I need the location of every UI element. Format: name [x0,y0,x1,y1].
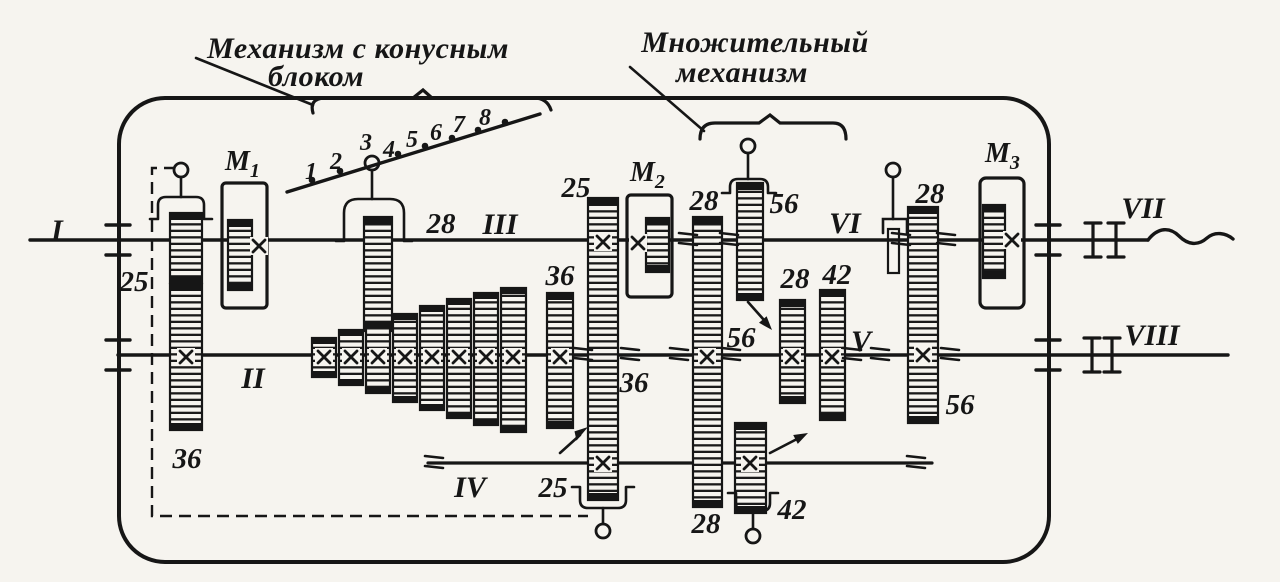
brace-multiplier [698,112,848,141]
leader-multiplier [628,65,706,133]
leader-cone-block [194,56,315,107]
shifter-fork-gear42-bottom [726,491,780,545]
lever-knob [739,137,757,155]
gear-label-42-shaft5: 42 [822,259,852,291]
clutch-m2-gear [644,216,671,274]
lever-knob [884,161,902,179]
shifter-fork-gear56-shaft6 [720,137,778,195]
lever-position-8: 8 [479,105,491,131]
gear-label-36-left: 36 [172,443,203,475]
lever-knob [744,527,762,545]
gear-25-shaft1 [168,211,204,285]
clutch-m1-gear [226,218,254,292]
gear-label-25-center-top: 25 [561,172,591,204]
gear-label-36-below: 36 [619,367,650,399]
lever-position-2: 2 [329,149,342,175]
gear-56-shaft6 [735,181,765,302]
gear-label-25-bottom: 25 [538,472,568,504]
cone-block-dashed-outline [150,166,588,518]
gear-label-28-shaft3: 28 [426,208,457,240]
clutch-label-m3: М3 [984,138,1020,174]
title-multiplier-line2: механизм [674,56,808,89]
lever-position-4: 4 [382,137,395,163]
shaft-label-III: III [481,208,518,241]
gear-label-28-right: 28 [915,178,946,210]
title-cone-block-line1: Механизм с конусным [206,32,509,65]
gear-28-56-tall-right [906,205,940,425]
shaft-label-VIII: VIII [1124,319,1180,352]
shaft-label-VI: VI [829,207,862,240]
shaft-label-VII: VII [1121,192,1166,225]
lever-position-6: 6 [430,120,442,146]
gear-label-42-bottom: 42 [777,494,807,526]
gear-label-36-above: 36 [545,260,576,292]
mesh-arrow-1 [558,427,588,455]
shaft-label-V: V [851,325,874,358]
brace-cone-block [310,87,553,115]
gear-label-56-shaft6: 56 [770,188,800,220]
labels: Механизм с конусным блоком Множительный … [50,26,1181,540]
shaft-label-IV: IV [453,471,489,504]
gear-label-28-tall-left: 28 [689,185,720,217]
clutch-m3-gear [981,203,1007,280]
lever-knob [172,161,190,179]
shaft-lines [28,228,1235,465]
gear-label-56-mid: 56 [727,322,757,354]
gear-label-25-wall: 25 [119,266,149,298]
mesh-arrow-2 [746,300,772,330]
shaft-label-II: II [240,362,266,395]
title-cone-block-line2: блоком [268,60,364,93]
mesh-arrow-3 [768,433,808,455]
shifter-fork-gear25-36 [148,161,214,221]
shifter-fork-gear28-shaft3 [334,154,414,243]
shaft-label-I: I [50,214,64,247]
gear-28-shaft3 [362,215,394,333]
title-multiplier-line1: Множительный [640,26,869,59]
gearbox-housing-outline [117,96,1051,564]
lever-position-7: 7 [453,112,466,138]
lever-position-3: 3 [359,130,372,156]
gear-label-28-shaft5: 28 [780,263,811,295]
gear-selector-scale [285,112,542,194]
shifter-lever-shaft6 [881,161,909,275]
gear-label-28-bottom: 28 [691,508,722,540]
gear-label-56-right-bottom: 56 [946,389,976,421]
lever-knob [594,522,612,540]
clutch-m3-box [978,176,1026,310]
clutch-label-m2: М2 [629,157,665,193]
clutch-label-m1: М1 [224,146,260,182]
clutch-m2-box [625,193,674,299]
shaft-VII-wavy-end [1146,228,1235,246]
lever-position-1: 1 [305,159,317,185]
lever-position-5: 5 [406,127,418,153]
shifter-fork-gear25-bottom [570,485,636,540]
